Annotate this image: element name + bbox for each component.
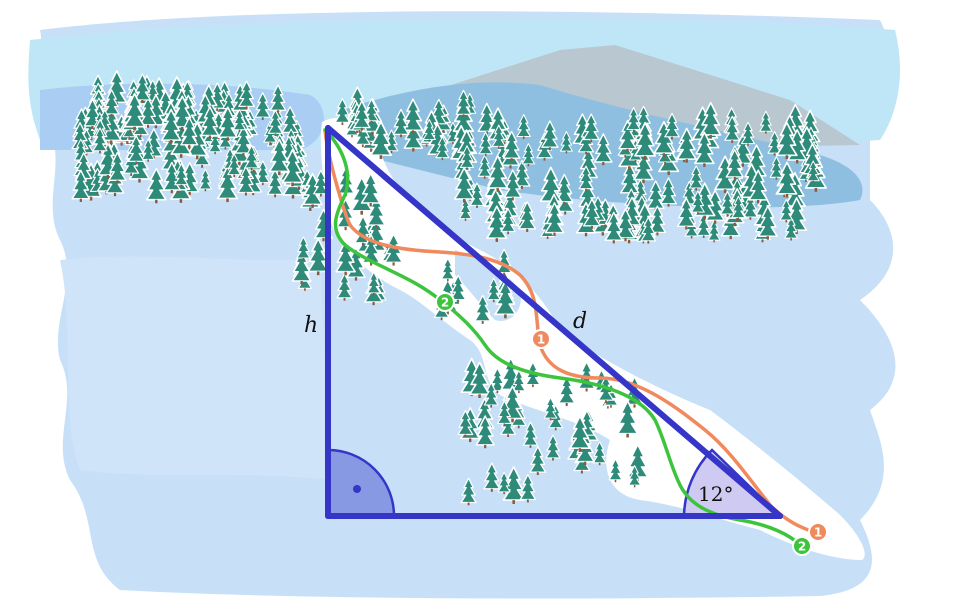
- triangle-side-hypotenuse: [325, 125, 783, 519]
- right-triangle: [325, 125, 783, 519]
- route-2-path: [323, 128, 802, 547]
- label-hypotenuse: d: [573, 309, 587, 334]
- route-1-badge-end-label: 1: [814, 526, 822, 540]
- route-badge-icon: [792, 536, 812, 556]
- right-angle-dot-icon: [353, 485, 361, 493]
- route-1-badge-label: 1: [537, 333, 545, 347]
- label-angle: 12°: [698, 482, 733, 506]
- route-badge-icon: [808, 522, 828, 542]
- route-2-badge-mid: 2: [435, 292, 455, 312]
- right-angle-marker: [326, 448, 396, 518]
- route-2-badge-label: 2: [441, 296, 449, 310]
- label-height: h: [304, 313, 318, 338]
- route-1-badge-mid: 1: [531, 329, 551, 349]
- ski-slope: [320, 117, 865, 560]
- route-badge-icon: [531, 329, 551, 349]
- route-2-badge-end: 2: [792, 536, 812, 556]
- route-badge-icon: [435, 292, 455, 312]
- route-2-badge-end-label: 2: [798, 540, 806, 554]
- route-1-badge-end: 1: [808, 522, 828, 542]
